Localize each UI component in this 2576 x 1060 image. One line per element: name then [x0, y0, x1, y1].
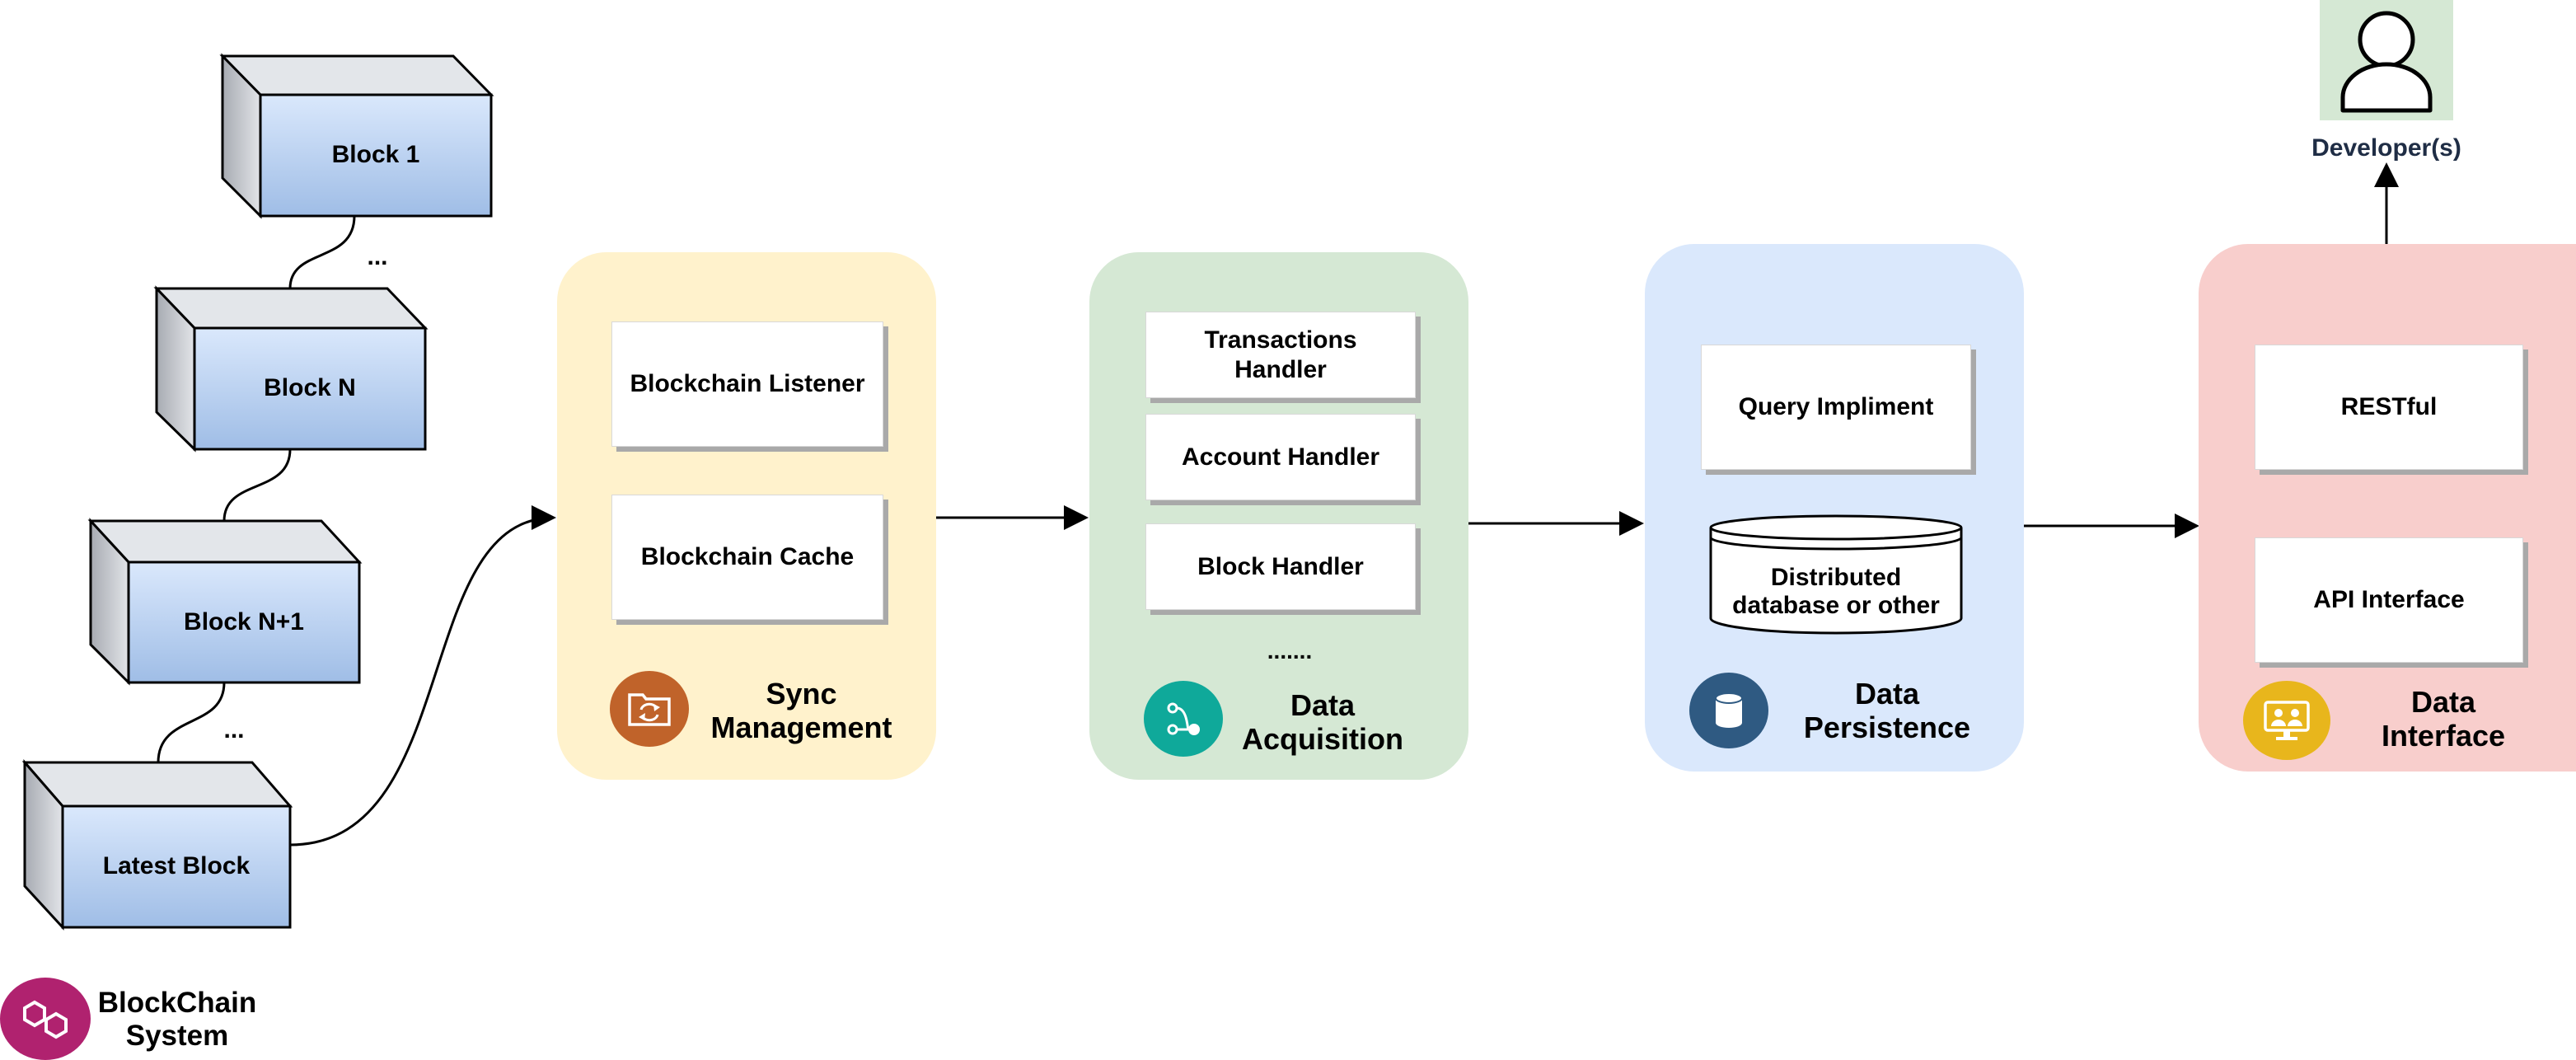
block-label: Latest Block [102, 852, 251, 880]
data-persistence-title: Data Persistence [1803, 676, 1971, 744]
arrow-blocks-to-sync [289, 505, 556, 847]
distributed-database-label: Distributed database or other [1732, 563, 1940, 620]
data-interface-title: Data Interface [2381, 684, 2506, 753]
restful-card: RESTful [2255, 345, 2523, 470]
flow-nodes-icon [1144, 681, 1223, 757]
blockchain-listener-card: Blockchain Listener [611, 321, 883, 447]
chain-link [157, 682, 226, 763]
query-impliment-card: Query Impliment [1701, 345, 1971, 470]
data-acquisition-title: Data Acquisition [1242, 687, 1403, 756]
blockchain-system-label: BlockChain System [97, 986, 257, 1052]
chain-link [288, 215, 356, 289]
data-interface-panel [2199, 244, 2576, 772]
distributed-database-shape [1709, 514, 1963, 635]
block-label: Block N+1 [184, 607, 304, 636]
latest-block-shape [21, 758, 293, 931]
monitor-users-icon [2243, 681, 2330, 760]
handler-ellipsis: ....... [1267, 637, 1313, 664]
developer-label: Developer(s) [2311, 134, 2461, 162]
sync-management-title: Sync Management [710, 676, 892, 744]
block-handler-card: Block Handler [1145, 523, 1416, 610]
chain-ellipsis: ... [223, 715, 245, 743]
blockchain-cache-card: Blockchain Cache [611, 495, 883, 620]
chain-ellipsis: ... [367, 242, 388, 270]
sync-folder-icon [610, 671, 689, 747]
block-n-plus-1-shape [87, 518, 363, 686]
block-label: Block N [264, 374, 356, 402]
block-label: Block 1 [331, 141, 420, 169]
block-n-shape [153, 285, 429, 453]
account-handler-card: Account Handler [1145, 414, 1416, 500]
blockchain-hex-icon [0, 978, 91, 1060]
database-icon [1689, 673, 1768, 748]
block-1-shape [219, 53, 494, 219]
chain-link [222, 448, 292, 522]
user-icon [2320, 0, 2453, 120]
transactions-handler-card: Transactions Handler [1145, 312, 1416, 398]
api-interface-card: API Interface [2255, 537, 2523, 663]
